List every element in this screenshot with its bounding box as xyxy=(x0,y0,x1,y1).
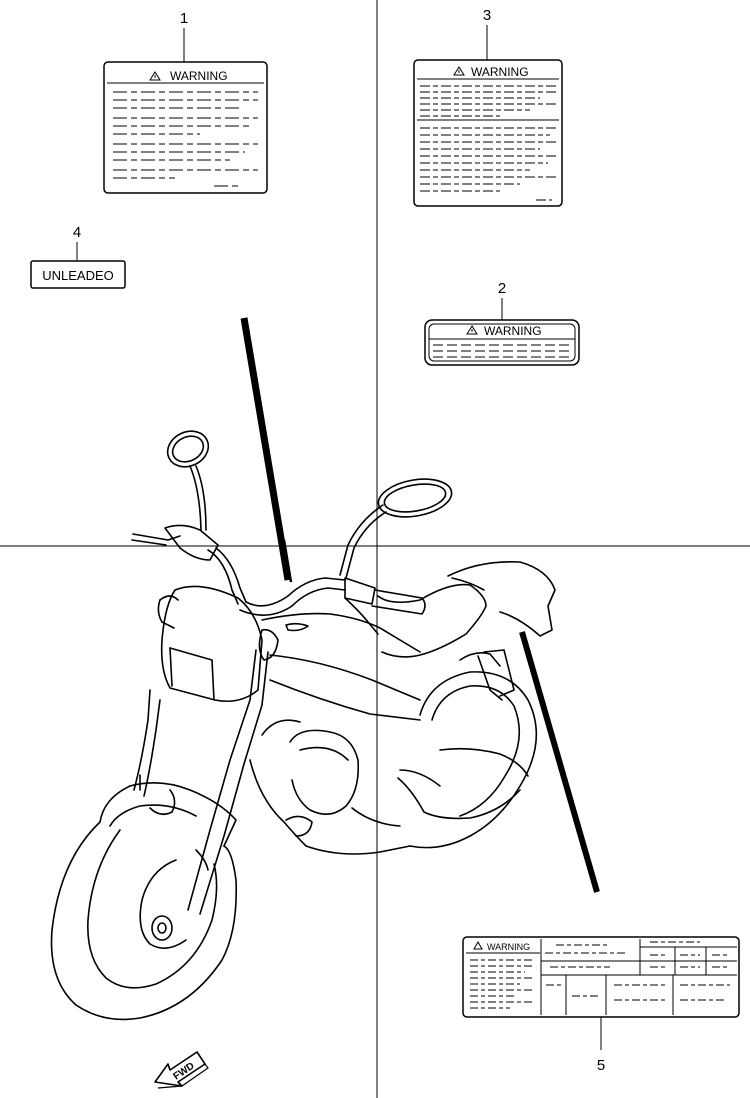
warning-label-5-title: WARNING xyxy=(487,942,530,952)
leader-lines xyxy=(240,317,600,893)
label-1-text-lines xyxy=(113,91,258,187)
warning-label-3-title: WARNING xyxy=(471,65,529,79)
label-5-text-lines xyxy=(470,941,730,1009)
callout-1: 1 xyxy=(180,10,188,27)
leader-line-upper xyxy=(240,317,292,581)
warning-triangle-icon xyxy=(149,71,161,81)
unleaded-label-4-text: UNLEADEO xyxy=(42,268,114,283)
label-3-text-lines xyxy=(420,85,556,201)
callout-2: 2 xyxy=(498,280,506,297)
leader-line-lower xyxy=(519,631,600,893)
callout-5: 5 xyxy=(597,1057,605,1074)
motorcycle-illustration xyxy=(50,430,556,1021)
part-3-group: 3 WARNING xyxy=(413,7,563,207)
warning-label-2 xyxy=(424,319,580,366)
warning-triangle-icon xyxy=(466,325,478,335)
callout-4: 4 xyxy=(73,224,81,241)
fwd-arrow-icon: FWD xyxy=(154,1051,209,1089)
part-5-group: WARNING xyxy=(462,936,740,1074)
warning-triangle-icon xyxy=(473,940,483,950)
unleaded-label-4 xyxy=(30,260,126,289)
warning-label-2-title: WARNING xyxy=(484,324,542,338)
callout-3: 3 xyxy=(483,7,491,24)
part-2-group: 2 WARNING xyxy=(424,280,580,366)
warning-triangle-icon xyxy=(453,66,465,76)
part-4-group: 4 UNLEADEO xyxy=(30,224,126,289)
warning-label-1-title: WARNING xyxy=(170,69,228,83)
label-2-text-lines xyxy=(433,344,572,358)
part-1-group: 1 WARNING xyxy=(103,10,268,194)
